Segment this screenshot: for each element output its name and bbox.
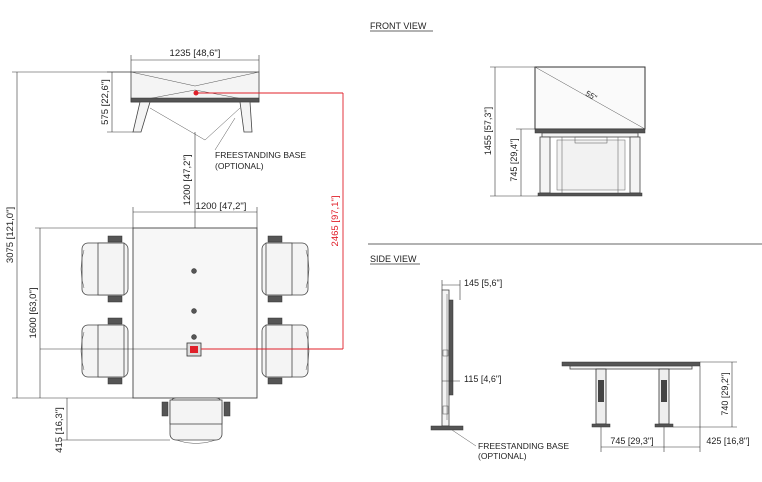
svg-text:2465 [97,1"]: 2465 [97,1"] <box>330 196 341 247</box>
svg-text:FREESTANDING BASE: FREESTANDING BASE <box>215 150 306 160</box>
dim-display-depth: 575 [22,6"] <box>100 71 133 133</box>
dim-viewing-distance: 2465 [97,1"] <box>40 92 344 350</box>
side-view-heading: SIDE VIEW <box>370 254 420 265</box>
svg-text:415 [16,3"]: 415 [16,3"] <box>54 407 65 453</box>
dim-side-leg-span: 745 [29,3"] <box>600 427 665 452</box>
svg-text:1455 [57,3"]: 1455 [57,3"] <box>483 107 493 155</box>
svg-text:145 [5,6"]: 145 [5,6"] <box>464 278 502 288</box>
svg-text:FRONT VIEW: FRONT VIEW <box>370 21 427 31</box>
plan-display <box>130 71 260 141</box>
dim-display-width: 1235 [48,6"] <box>130 48 260 72</box>
dim-table-length: 1600 [63,0"] <box>28 227 133 398</box>
side-display <box>430 289 464 431</box>
svg-text:SIDE VIEW: SIDE VIEW <box>370 254 417 264</box>
svg-text:745 [29,3"]: 745 [29,3"] <box>610 436 653 446</box>
svg-text:(OPTIONAL): (OPTIONAL) <box>478 451 527 461</box>
svg-text:(OPTIONAL): (OPTIONAL) <box>215 161 264 171</box>
svg-text:575 [22,6"]: 575 [22,6"] <box>100 79 111 125</box>
svg-text:740 [29,2"]: 740 [29,2"] <box>720 372 730 415</box>
dim-side-table-height: 740 [29,2"] <box>673 361 737 428</box>
chair-end <box>161 397 231 444</box>
front-view-heading: FRONT VIEW <box>370 21 433 32</box>
chair-left-top <box>80 235 129 303</box>
dim-side-wall-offset: 115 [4,6"] <box>442 374 502 384</box>
plan-base-note: FREESTANDING BASE (OPTIONAL) <box>214 117 306 171</box>
dim-front-total-height: 1455 [57,3"] <box>483 66 538 197</box>
dim-side-overhang: 425 [16,8"] <box>664 366 750 452</box>
dim-table-width: 1200 [47,2"] <box>132 201 258 228</box>
dim-gap-to-table: 1200 [47,2"] <box>182 132 196 228</box>
chair-left-bottom <box>80 317 129 385</box>
svg-text:745 [29,4"]: 745 [29,4"] <box>509 138 519 181</box>
side-base-note: FREESTANDING BASE (OPTIONAL) <box>451 429 569 461</box>
svg-text:FREESTANDING BASE: FREESTANDING BASE <box>478 441 569 451</box>
side-table <box>561 361 701 428</box>
front-table-base <box>537 132 643 197</box>
svg-text:1600 [63,0"]: 1600 [63,0"] <box>28 288 39 339</box>
svg-text:1200 [47,2"]: 1200 [47,2"] <box>182 155 193 206</box>
dim-front-table-height: 745 [29,4"] <box>509 128 535 196</box>
dim-chair-depth: 415 [16,3"] <box>54 398 170 453</box>
svg-text:115 [4,6"]: 115 [4,6"] <box>464 374 502 384</box>
chair-right-bottom <box>261 317 310 385</box>
svg-text:1235 [48,6"]: 1235 [48,6"] <box>170 48 221 59</box>
dim-total-length: 3075 [121,0"] <box>5 71 133 399</box>
front-display: 55" <box>534 66 646 134</box>
table-cable-ports <box>186 268 202 357</box>
dim-side-display-depth: 145 [5,6"] <box>441 278 502 300</box>
svg-text:425 [16,8"]: 425 [16,8"] <box>706 436 749 446</box>
svg-text:1200 [47,2"]: 1200 [47,2"] <box>196 201 247 212</box>
svg-text:3075 [121,0"]: 3075 [121,0"] <box>5 207 16 263</box>
chair-right-top <box>261 235 310 303</box>
